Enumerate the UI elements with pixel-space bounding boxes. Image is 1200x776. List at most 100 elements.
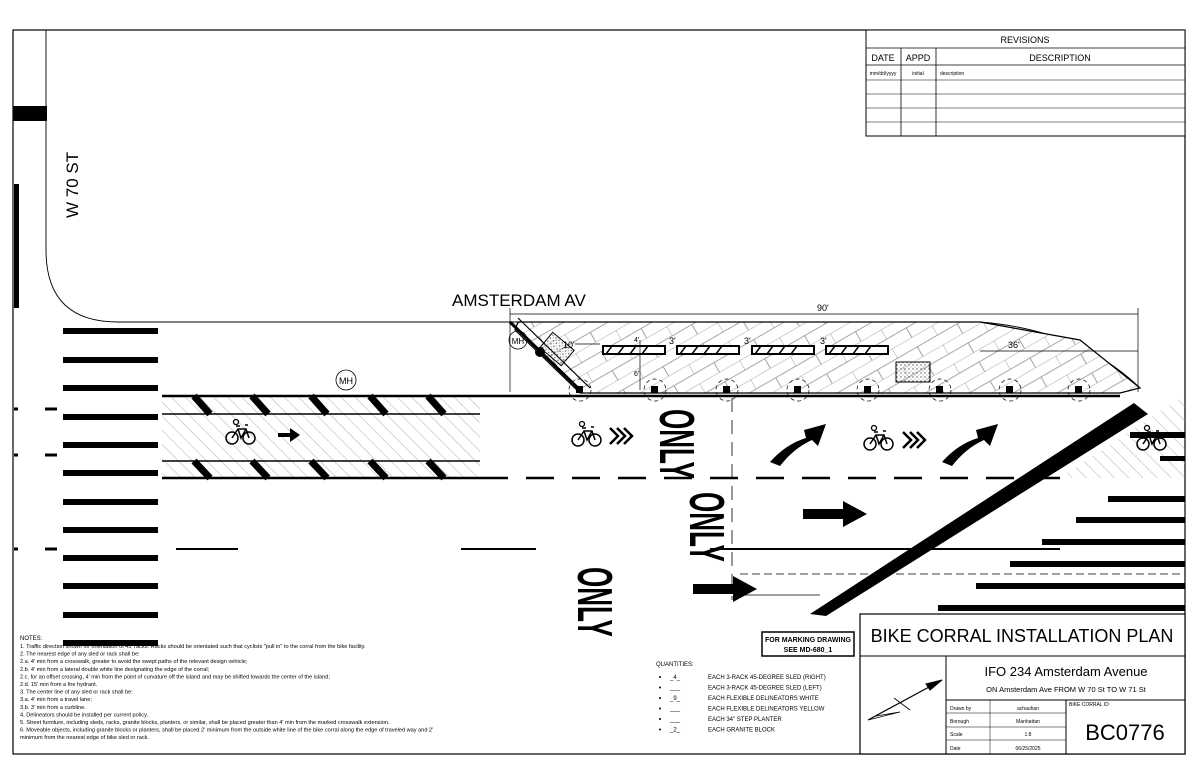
note-line: 6. Moveable objects, including granite b… bbox=[20, 728, 433, 734]
quantity-bullet bbox=[659, 718, 661, 720]
dim-offset-6: 6' bbox=[634, 371, 639, 378]
field-value-scale: 1:8 bbox=[1025, 732, 1032, 738]
revisions-cell-date: mm/dd/yyyy bbox=[870, 71, 897, 77]
marking-drawing-reference: FOR MARKING DRAWING SEE MD-680_1 bbox=[761, 631, 855, 657]
note-line: 2.c. for an offset crossing, 4' min from… bbox=[20, 674, 330, 680]
manhole-icon: MH bbox=[335, 369, 357, 391]
north-arrow-icon bbox=[867, 679, 943, 721]
quantity-bullet bbox=[659, 728, 661, 731]
quantity-count: _9_ bbox=[669, 696, 681, 702]
quantity-count: _4_ bbox=[669, 675, 681, 681]
manhole-label: MH bbox=[339, 376, 353, 386]
turn-arrow-icon bbox=[770, 424, 826, 466]
note-line: 3.b. 3' min from a curbline. bbox=[20, 705, 86, 711]
quantity-count: _2_ bbox=[669, 728, 681, 734]
delineators bbox=[535, 347, 1091, 402]
dim-rack-spacing: 3' bbox=[744, 336, 751, 346]
notes: NOTES: 1. Traffic direction shown for or… bbox=[20, 636, 433, 741]
corral-id: BC0776 bbox=[1085, 720, 1165, 745]
quantity-bullet bbox=[659, 676, 661, 678]
corral-id-label: BIKE CORRAL ID bbox=[1069, 702, 1109, 708]
quantity-count: ___ bbox=[669, 707, 681, 713]
edge-dash bbox=[14, 407, 57, 551]
note-line: minimum from the nearest edge of bike sl… bbox=[20, 735, 149, 741]
note-line: 5. Street furniture, including sleds, ra… bbox=[20, 720, 390, 726]
note-line: 3.a. 4' min from a travel lane; bbox=[20, 697, 92, 703]
granite-block bbox=[895, 361, 931, 383]
buffer-slashes bbox=[191, 393, 447, 481]
only-marking: ONLY bbox=[649, 409, 704, 479]
note-line: 2.d. 15' min from a fire hydrant. bbox=[20, 682, 98, 688]
quantity-description: EACH FLEXIBLE DELINEATORS YELLOW bbox=[708, 707, 825, 713]
cross-street-label: W 70 ST bbox=[63, 152, 82, 218]
sheet-border bbox=[12, 29, 1186, 755]
main-street-label: AMSTERDAM AV bbox=[452, 291, 586, 310]
quantity-bullet bbox=[659, 686, 661, 689]
quantity-count: ___ bbox=[669, 686, 681, 692]
arrow-icon bbox=[278, 428, 300, 442]
chevron-arrows-icon bbox=[609, 427, 634, 445]
bicycle-icon bbox=[571, 420, 602, 447]
field-label-drawn-by: Drawn by bbox=[950, 706, 972, 712]
revisions-title: REVISIONS bbox=[1000, 35, 1049, 45]
quantity-lines: _4_ EACH 3-RACK 45-DEGREE SLED (RIGHT) ___… bbox=[659, 675, 826, 734]
dim-offset-4: 4' bbox=[634, 337, 639, 344]
revisions-cell-description: description bbox=[940, 71, 964, 77]
quantity-count: ___ bbox=[669, 717, 681, 723]
project-location: ON Amsterdam Ave FROM W 70 St TO W 71 St bbox=[986, 685, 1147, 694]
dim-buffer: 10' bbox=[563, 340, 575, 350]
dim-rack-spacing: 3' bbox=[669, 336, 676, 346]
manhole-icon: MH bbox=[508, 330, 528, 350]
dimensions bbox=[509, 308, 1139, 392]
dim-rack-spacing: 3' bbox=[820, 336, 827, 346]
plan-title: BIKE CORRAL INSTALLATION PLAN bbox=[871, 626, 1174, 646]
chevron-arrows-icon bbox=[902, 431, 927, 449]
marking-ref-line1: FOR MARKING DRAWING bbox=[765, 637, 851, 644]
bike-corral bbox=[514, 321, 1142, 394]
project-name: IFO 234 Amsterdam Avenue bbox=[984, 664, 1147, 679]
bike-lane-hatch bbox=[162, 396, 480, 477]
manhole-label: MH bbox=[512, 337, 525, 346]
note-line: 3. The center line of any sled or rack s… bbox=[20, 690, 133, 696]
field-label-borough: Borough bbox=[950, 719, 969, 725]
revisions-cell-appd: initial bbox=[912, 71, 923, 77]
field-value-borough: Manhattan bbox=[1016, 719, 1040, 725]
quantity-description: EACH GRANITE BLOCK bbox=[708, 728, 775, 734]
quantity-bullet bbox=[659, 697, 661, 699]
notes-title: NOTES: bbox=[20, 636, 43, 642]
only-marking: ONLY bbox=[567, 567, 622, 637]
arrow-icon bbox=[803, 501, 867, 527]
revisions-header-date: DATE bbox=[871, 53, 894, 63]
granite-block bbox=[539, 331, 575, 367]
curb-line bbox=[45, 30, 510, 323]
bike-racks bbox=[602, 345, 889, 355]
revisions-header-description: DESCRIPTION bbox=[1029, 53, 1091, 63]
quantity-description: EACH 34" STEP PLANTER bbox=[708, 717, 782, 723]
quantities-title: QUANTITIES: bbox=[656, 662, 694, 668]
revisions-header-appd: APPD bbox=[906, 53, 931, 63]
corral-entry-line bbox=[508, 320, 584, 394]
notes-lines: 1. Traffic direction shown for orientati… bbox=[20, 644, 433, 741]
field-label-date: Date bbox=[950, 746, 961, 752]
turn-arrow-icon bbox=[942, 424, 998, 466]
diagonal-bar bbox=[810, 403, 1148, 616]
street-plan bbox=[13, 30, 1185, 646]
only-marking: ONLY bbox=[679, 492, 734, 562]
note-line: 2. The nearest edge of any sled or rack … bbox=[20, 652, 140, 658]
note-line: 1. Traffic direction shown for orientati… bbox=[20, 644, 366, 650]
note-line: 2.b. 4' min from a lateral double white … bbox=[20, 667, 210, 673]
crosswalk-left bbox=[63, 328, 158, 646]
revisions-table: REVISIONS DATE APPD DESCRIPTION mm/dd/yy… bbox=[865, 29, 1186, 137]
quantity-description: EACH 3-RACK 45-DEGREE SLED (RIGHT) bbox=[708, 675, 826, 681]
field-value-drawn-by: achauhan bbox=[1017, 706, 1039, 712]
marking-ref-line2: SEE MD-680_1 bbox=[784, 647, 833, 654]
bicycle-icon bbox=[863, 424, 894, 451]
dim-taper: 36' bbox=[1008, 340, 1020, 350]
quantity-description: EACH 3-RACK 45-DEGREE SLED (LEFT) bbox=[708, 686, 822, 692]
edge-mark bbox=[13, 106, 47, 121]
field-value-date: 06/25/2025 bbox=[1015, 746, 1040, 752]
right-hatch bbox=[1060, 395, 1185, 478]
field-label-scale: Scale bbox=[950, 732, 963, 738]
quantity-bullet bbox=[659, 707, 661, 710]
